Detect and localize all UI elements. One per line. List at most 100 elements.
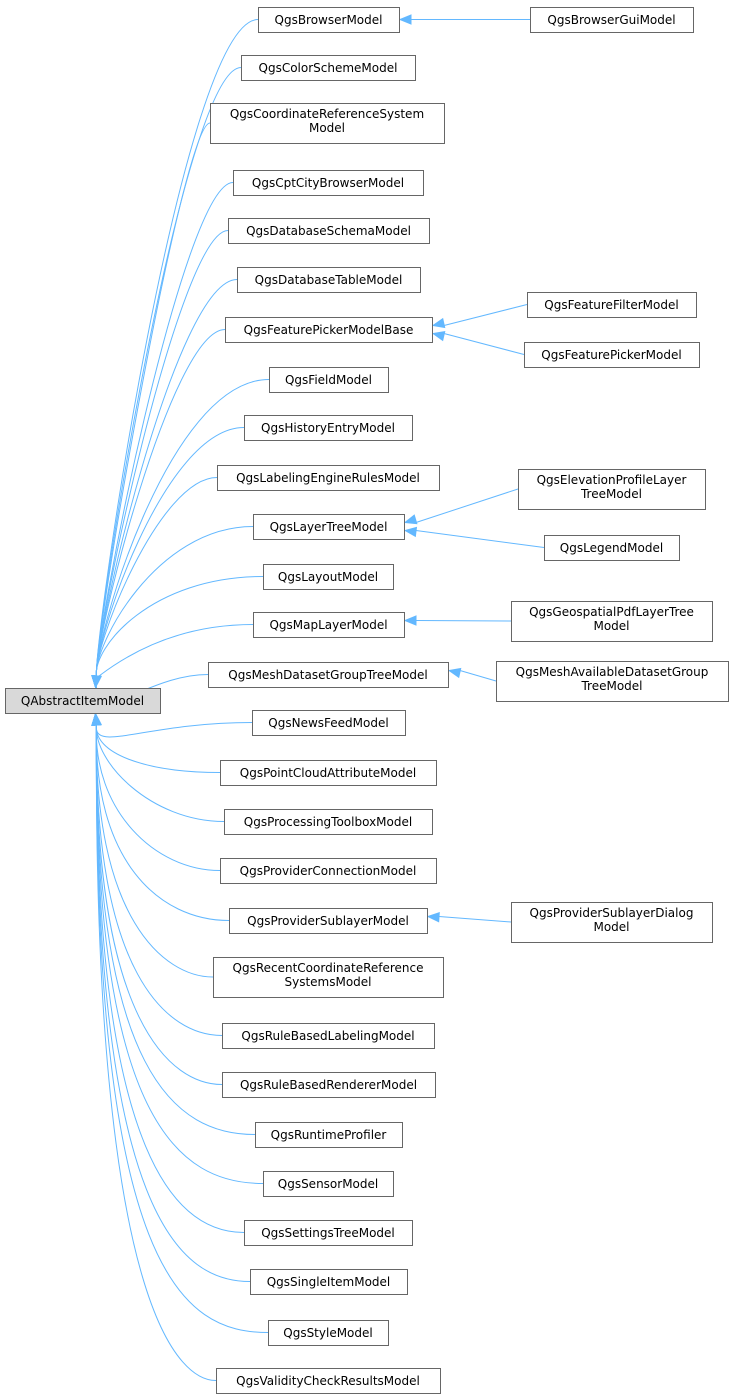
class-node-singleitem[interactable]: QgsSingleItemModel — [250, 1269, 408, 1295]
class-node-providerconn[interactable]: QgsProviderConnectionModel — [220, 858, 437, 884]
edge-colorscheme-to-root — [95, 67, 242, 678]
edge-layout-to-root — [95, 576, 264, 678]
class-node-label: QgsSensorModel — [278, 1177, 378, 1191]
class-node-maplayer[interactable]: QgsMapLayerModel — [253, 612, 405, 638]
class-node-label: QgsRuntimeProfiler — [271, 1128, 387, 1142]
edge-dbschema-to-root — [95, 230, 229, 678]
class-node-label: QgsLegendModel — [560, 541, 663, 555]
class-node-label: TreeModel — [580, 679, 642, 693]
class-node-rblabel[interactable]: QgsRuleBasedLabelingModel — [222, 1023, 435, 1049]
class-node-label: QgsMapLayerModel — [269, 618, 387, 632]
class-node-box — [217, 465, 440, 491]
class-node-field[interactable]: QgsFieldModel — [269, 367, 389, 393]
class-node-label: QgsCoordinateReferenceSystem — [230, 107, 424, 121]
class-node-box — [496, 661, 729, 702]
class-node-label: QgsPointCloudAttributeModel — [240, 766, 416, 780]
class-node-label: QgsLayerTreeModel — [270, 520, 388, 534]
class-node-box — [241, 55, 416, 81]
edge-featpicker-to-featpickbase — [443, 333, 525, 355]
class-node-label: QgsDatabaseSchemaModel — [246, 224, 411, 238]
class-node-label: QgsNewsFeedModel — [268, 716, 388, 730]
class-node-browsergui[interactable]: QgsBrowserGuiModel — [530, 7, 694, 33]
class-node-dbschema[interactable]: QgsDatabaseSchemaModel — [228, 218, 430, 244]
arrowhead-meshgroup — [91, 675, 102, 689]
class-node-box — [225, 317, 433, 343]
class-node-sensor[interactable]: QgsSensorModel — [263, 1171, 394, 1197]
edge-validity-to-root — [95, 723, 217, 1381]
class-node-box — [220, 760, 437, 786]
class-node-root[interactable]: QAbstractItemModel — [5, 688, 161, 714]
class-node-box — [511, 902, 713, 943]
class-node-label: QgsSettingsTreeModel — [261, 1226, 395, 1240]
class-node-validity[interactable]: QgsValidityCheckResultsModel — [216, 1368, 441, 1394]
class-node-label: QgsDatabaseTableModel — [255, 273, 403, 287]
class-node-profiler[interactable]: QgsRuntimeProfiler — [255, 1122, 403, 1148]
class-node-box — [524, 342, 700, 368]
edge-sensor-to-root — [95, 723, 264, 1184]
class-node-box — [244, 1220, 413, 1246]
class-node-history[interactable]: QgsHistoryEntryModel — [244, 415, 413, 441]
class-node-label: QgsSingleItemModel — [267, 1275, 391, 1289]
class-node-box — [253, 514, 405, 540]
class-node-colorscheme[interactable]: QgsColorSchemeModel — [241, 55, 416, 81]
edge-providerconn-to-root — [95, 723, 221, 871]
class-node-label: QgsProviderConnectionModel — [240, 864, 417, 878]
arrowhead-featfilter — [431, 317, 446, 329]
class-node-featpickbase[interactable]: QgsFeaturePickerModelBase — [225, 317, 433, 343]
class-node-style[interactable]: QgsStyleModel — [268, 1320, 389, 1346]
class-node-label: QgsMeshDatasetGroupTreeModel — [228, 668, 427, 682]
class-node-box — [222, 1072, 436, 1098]
edge-elevprofile-to-layertree — [415, 488, 519, 523]
class-node-providersub[interactable]: QgsProviderSublayerModel — [229, 908, 428, 934]
class-node-box — [527, 292, 697, 318]
class-node-box — [229, 908, 428, 934]
class-node-cptcity[interactable]: QgsCptCityBrowserModel — [233, 170, 424, 196]
class-node-dbtable[interactable]: QgsDatabaseTableModel — [237, 267, 421, 293]
class-node-featpicker[interactable]: QgsFeaturePickerModel — [524, 342, 700, 368]
edge-providersub-to-root — [95, 723, 230, 921]
class-node-box — [269, 367, 389, 393]
class-node-processing[interactable]: QgsProcessingToolboxModel — [224, 809, 433, 835]
class-node-box — [5, 688, 161, 714]
class-node-label: QgsProviderSublayerModel — [247, 914, 409, 928]
class-node-box — [210, 103, 445, 144]
class-node-label: QgsHistoryEntryModel — [261, 421, 395, 435]
class-node-rbrender[interactable]: QgsRuleBasedRendererModel — [222, 1072, 436, 1098]
edge-style-to-root — [95, 723, 269, 1333]
class-node-pointcloud[interactable]: QgsPointCloudAttributeModel — [220, 760, 437, 786]
class-node-label: QgsFeaturePickerModel — [541, 348, 681, 362]
class-node-box — [255, 1122, 403, 1148]
edge-processing-to-root — [95, 723, 225, 822]
edge-history-to-root — [95, 427, 245, 678]
class-node-box — [268, 1320, 389, 1346]
class-node-box — [544, 535, 680, 561]
class-node-browser[interactable]: QgsBrowserModel — [258, 7, 400, 33]
class-node-meshgroup[interactable]: QgsMeshDatasetGroupTreeModel — [208, 662, 449, 688]
class-node-newsfeed[interactable]: QgsNewsFeedModel — [252, 710, 406, 736]
class-node-labelrules[interactable]: QgsLabelingEngineRulesModel — [217, 465, 440, 491]
class-node-box — [263, 564, 394, 590]
class-node-label: QgsElevationProfileLayer — [537, 473, 687, 487]
class-node-legend[interactable]: QgsLegendModel — [544, 535, 680, 561]
class-node-label: QgsBrowserModel — [275, 13, 383, 27]
class-node-label: QgsRuleBasedLabelingModel — [241, 1029, 414, 1043]
class-node-box — [253, 612, 405, 638]
class-node-box — [244, 415, 413, 441]
class-node-box — [224, 809, 433, 835]
class-node-layout[interactable]: QgsLayoutModel — [263, 564, 394, 590]
edge-layer — [91, 14, 545, 1381]
class-node-layertree[interactable]: QgsLayerTreeModel — [253, 514, 405, 540]
class-node-box — [530, 7, 694, 33]
class-node-box — [252, 710, 406, 736]
class-node-featfilter[interactable]: QgsFeatureFilterModel — [527, 292, 697, 318]
class-node-label: Model — [593, 920, 629, 934]
class-node-settings[interactable]: QgsSettingsTreeModel — [244, 1220, 413, 1246]
class-node-box — [258, 7, 400, 33]
class-node-box — [518, 469, 706, 510]
